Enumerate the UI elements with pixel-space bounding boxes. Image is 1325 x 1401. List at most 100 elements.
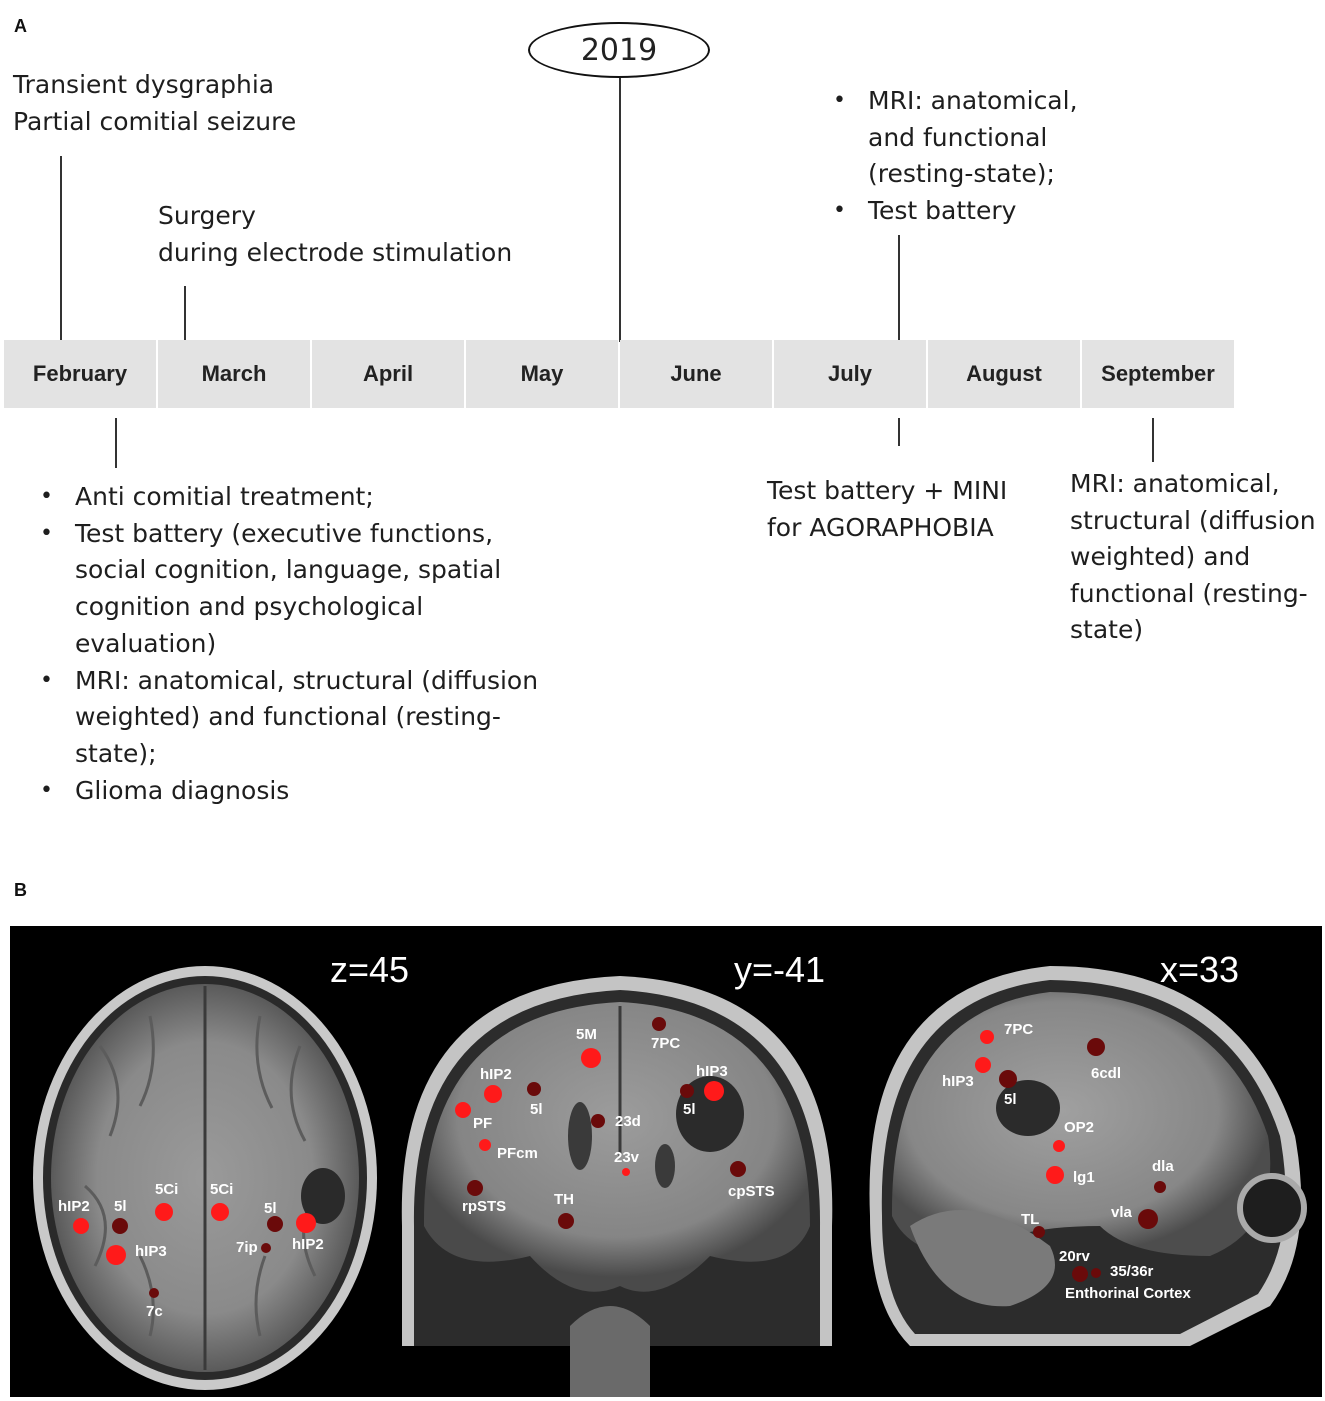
roi-marker <box>211 1203 229 1221</box>
roi-label: OP2 <box>1064 1119 1094 1136</box>
roi-label: 7PC <box>1004 1021 1033 1038</box>
roi-label: 23d <box>615 1113 641 1130</box>
roi-marker <box>484 1085 502 1103</box>
roi-label: 5l <box>530 1101 543 1118</box>
roi-marker <box>73 1218 89 1234</box>
coronal-slice <box>401 976 833 1397</box>
feb-connector-line <box>60 156 62 342</box>
roi-marker <box>261 1243 271 1253</box>
march-connector-line <box>184 286 186 340</box>
roi-label: 5l <box>683 1101 696 1118</box>
roi-marker <box>581 1048 601 1068</box>
roi-marker <box>980 1030 994 1044</box>
sagittal-eye <box>1237 1173 1307 1243</box>
month-june: June <box>620 340 772 408</box>
roi-marker <box>1053 1140 1065 1152</box>
roi-label: TL <box>1021 1211 1039 1228</box>
coronal-brainstem <box>570 1306 650 1397</box>
roi-label: hIP3 <box>135 1243 167 1260</box>
roi-marker <box>479 1139 491 1151</box>
roi-label: 5l <box>114 1198 127 1215</box>
sept-below-text: MRI: anatomical, structural (diffusion w… <box>1070 469 1316 645</box>
roi-marker <box>999 1070 1017 1088</box>
roi-label: hIP3 <box>942 1073 974 1090</box>
roi-label: Enthorinal Cortex <box>1065 1285 1192 1302</box>
roi-marker <box>296 1213 316 1233</box>
roi-marker <box>527 1082 541 1096</box>
roi-marker <box>112 1218 128 1234</box>
panel-a-letter: A <box>14 16 27 36</box>
roi-label: PF <box>473 1115 492 1132</box>
roi-label: hIP2 <box>58 1198 90 1215</box>
roi-marker <box>1033 1226 1045 1238</box>
roi-marker <box>704 1081 724 1101</box>
roi-label: hIP2 <box>292 1236 324 1253</box>
july-above-item: Test battery <box>833 193 1078 230</box>
march-event-line1: Surgery <box>158 201 256 230</box>
roi-marker <box>622 1168 630 1176</box>
feb-below-connector-line <box>115 418 117 468</box>
roi-label: 5M <box>576 1026 597 1043</box>
coord-layer: z=45 y=-41 x=33 <box>330 949 1239 990</box>
feb-below-item: MRI: anatomical, structural (diffusionwe… <box>40 663 538 773</box>
feb-below-item: Test battery (executive functions,social… <box>40 516 538 663</box>
slice-coordinate-label: z=45 <box>330 949 409 990</box>
roi-label: 5l <box>264 1200 277 1217</box>
roi-marker <box>1138 1209 1158 1229</box>
sagittal-lesion <box>996 1080 1060 1136</box>
roi-label: 7PC <box>651 1035 680 1052</box>
july-below-connector-line <box>898 418 900 446</box>
roi-label: hIP3 <box>696 1063 728 1080</box>
roi-marker <box>267 1216 283 1232</box>
roi-label: 20rv <box>1059 1248 1091 1265</box>
month-august: August <box>928 340 1080 408</box>
roi-marker <box>106 1245 126 1265</box>
roi-label: 6cdl <box>1091 1065 1121 1082</box>
roi-label: PFcm <box>497 1145 538 1162</box>
july-below-line1: Test battery + MINI <box>767 476 1008 505</box>
month-may: May <box>466 340 618 408</box>
coronal-ventricle-left <box>568 1102 592 1170</box>
roi-label: cpSTS <box>728 1183 775 1200</box>
slice-coordinate-label: y=-41 <box>734 949 825 990</box>
roi-label: 5Ci <box>210 1181 233 1198</box>
roi-label: rpSTS <box>462 1198 506 1215</box>
roi-label: TH <box>554 1191 574 1208</box>
roi-marker <box>455 1102 471 1118</box>
roi-label: 7ip <box>236 1239 258 1256</box>
roi-label: 5Ci <box>155 1181 178 1198</box>
feb-below-item: Anti comitial treatment; <box>40 479 538 516</box>
month-july: July <box>774 340 926 408</box>
roi-marker <box>155 1203 173 1221</box>
feb-below-item: Glioma diagnosis <box>40 773 538 810</box>
month-april: April <box>312 340 464 408</box>
july-above-item: MRI: anatomical,and functional(resting-s… <box>833 83 1078 193</box>
coronal-ventricle-right <box>655 1144 675 1188</box>
july-below-line2: for AGORAPHOBIA <box>767 513 994 542</box>
sept-below-connector-line <box>1152 418 1154 462</box>
month-march: March <box>158 340 310 408</box>
roi-marker <box>1072 1266 1088 1282</box>
roi-marker <box>975 1057 991 1073</box>
roi-layer <box>73 1017 1166 1298</box>
coronal-lesion <box>676 1076 744 1152</box>
roi-marker <box>1154 1181 1166 1193</box>
sagittal-cerebellum <box>910 1210 1055 1307</box>
feb-below-list: Anti comitial treatment; Test battery (e… <box>40 479 538 809</box>
coronal-brain <box>423 1002 810 1292</box>
slice-coordinate-label: x=33 <box>1160 949 1239 990</box>
roi-label: 7c <box>146 1303 163 1320</box>
month-february: February <box>4 340 156 408</box>
axial-slice <box>33 966 377 1390</box>
roi-marker <box>680 1084 694 1098</box>
roi-marker <box>591 1114 605 1128</box>
roi-label: 35/36r <box>1110 1263 1154 1280</box>
panel-b-letter: B <box>14 880 27 900</box>
feb-event-line1: Transient dysgraphia <box>13 70 275 99</box>
roi-marker <box>1087 1038 1105 1056</box>
roi-label: vla <box>1111 1204 1133 1221</box>
roi-marker <box>558 1213 574 1229</box>
